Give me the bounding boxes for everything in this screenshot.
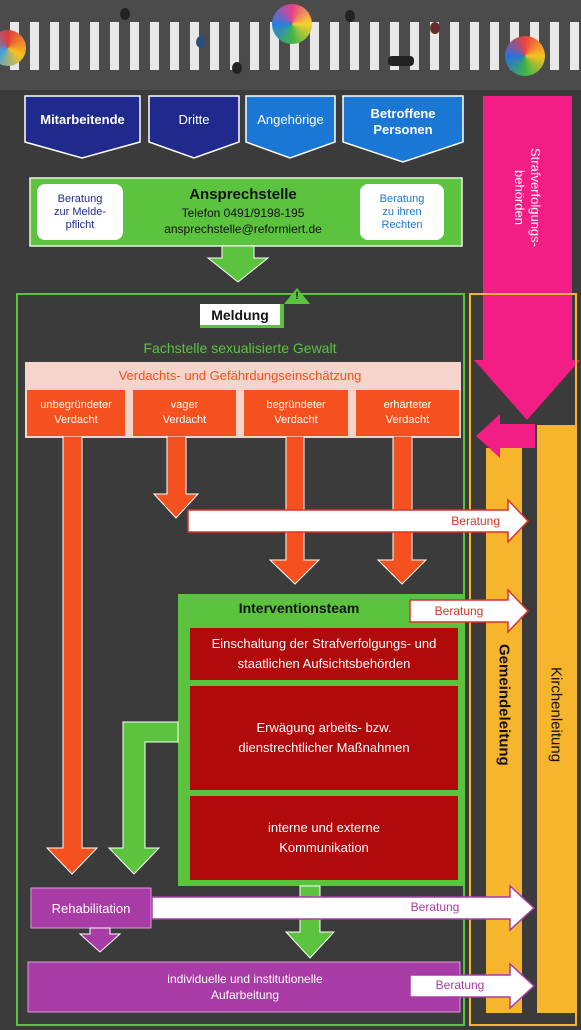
source-dritte: Dritte [178,112,210,127]
step-arbeitsrecht: Erwägung arbeits- bzw. dienstrechtlicher… [190,686,458,790]
beratung-label-4: Beratung [435,978,485,992]
leitung-frame [469,293,577,1026]
beratung-label-3: Beratung [410,900,460,914]
rehabilitation-shape [30,887,152,929]
warning-triangle [284,288,310,304]
category-erhaertet: erhärteter Verdacht [356,390,459,436]
ansprechstelle-phone: Telefon 0491/9198-195 [181,206,305,220]
gemeindeleitung-label: Gemeindeleitung [495,644,513,766]
arrow-to-rehabilitation [107,721,179,875]
left-arrow-small [476,414,535,458]
category-unbegruendet: unbegründeter Verdacht [27,390,125,436]
step-kommunikation: interne und externe Kommunikation [190,796,458,880]
source-dritte-shape [148,95,240,159]
meldung-box: Meldung [200,304,284,328]
arrow-unbegruendet [45,435,99,875]
source-betroffene: Betroffene Personen [370,106,436,137]
source-mitarbeitende-shape [24,95,141,159]
bubble-meldepflicht: Beratung zur Melde- pflicht [37,184,123,240]
source-angehoerige: Angehörige [257,112,324,127]
interventionsteam-title: Interventionsteam [238,600,360,616]
crosswalk-photo [0,0,581,90]
source-mitarbeitende: Mitarbeitende [40,112,125,127]
beratung-arrow-3 [151,884,536,932]
strafverfolgung-arrow [474,96,580,420]
beratung-arrow-2 [409,588,530,634]
category-begruendet: begründeter Verdacht [244,390,348,436]
ansprechstelle-title: Ansprechstelle [189,186,297,203]
arrow-vage [152,435,200,519]
kirchenleitung-label: Kirchenleitung [547,667,565,763]
step-strafverfolgung: Einschaltung der Strafverfolgungs- und s… [190,628,458,680]
down-arrow-meldung [206,245,270,283]
assessment-label: Verdachts- und Gefährdungseinschätzung [118,368,362,383]
aufarbeitung-shape [27,961,461,1013]
ansprechstelle-email: ansprechstelle@reformiert.de [164,222,322,236]
rehabilitation-label: Rehabilitation [51,900,131,916]
source-angehoerige-shape [245,95,336,159]
bubble-rechte: Beratung zu ihren Rechten [360,184,444,240]
beratung-label-1: Beratung [451,514,500,528]
category-vage: vager Verdacht [133,390,236,436]
strafverfolgung-label: Strafverfolgungs- behörden [512,147,543,247]
beratung-arrow-4 [409,962,536,1010]
source-betroffene-shape [342,95,464,163]
aufarbeitung-label: individuelle und institutionelle Aufarbe… [167,972,323,1002]
arrow-rehab-down [78,927,122,953]
fachstelle-title: Fachstelle sexualisierte Gewalt [143,340,337,356]
kirchenleitung-bar-shape [537,425,575,1013]
beratung-label-2: Beratung [434,604,484,618]
arrow-to-aufarbeitung [284,885,336,959]
warning-symbol: ! [295,290,299,302]
beratung-arrow-1 [187,498,530,544]
